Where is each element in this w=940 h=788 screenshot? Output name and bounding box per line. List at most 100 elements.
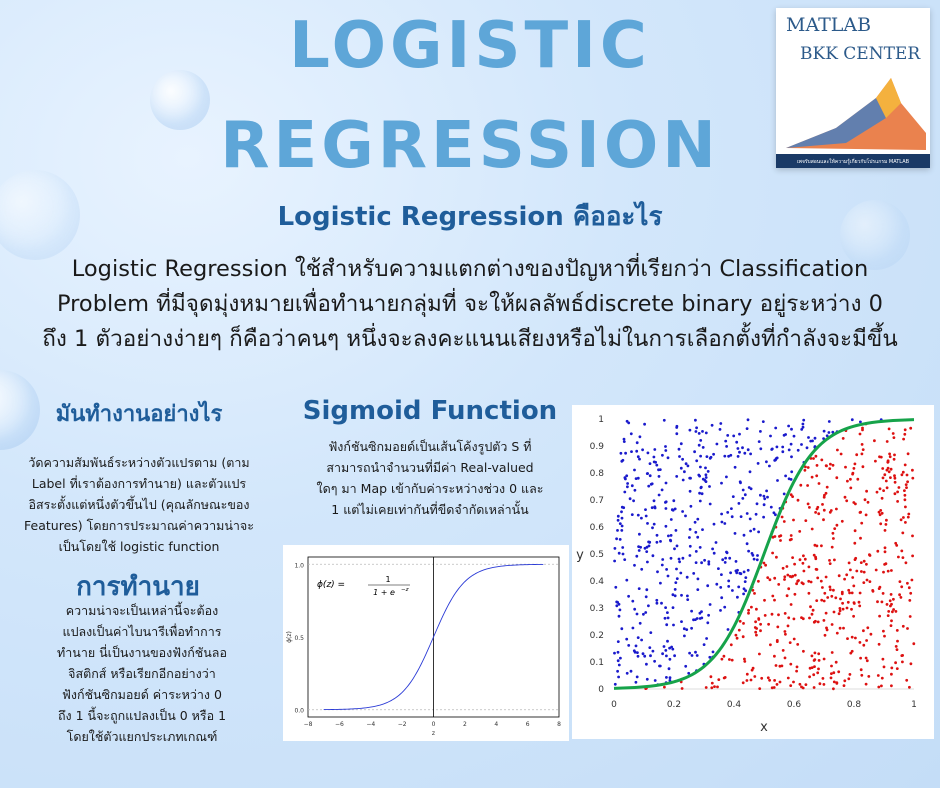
data-point <box>669 534 673 537</box>
intro-line: Problem ที่มีจุดมุ่งหมายเพื่อทำนายกลุ่มท… <box>57 291 883 317</box>
data-point <box>694 650 697 654</box>
data-point <box>833 558 836 562</box>
data-point <box>830 664 833 668</box>
data-point <box>725 445 728 448</box>
data-point <box>793 592 797 596</box>
data-point <box>653 506 657 510</box>
data-point <box>837 574 841 578</box>
page-title-line1: LOGISTIC <box>289 9 651 83</box>
data-point <box>777 613 780 617</box>
data-point <box>890 684 893 688</box>
data-point <box>880 684 883 688</box>
data-point <box>729 571 732 575</box>
data-point <box>738 432 741 436</box>
data-point <box>850 635 854 639</box>
data-point <box>779 539 782 542</box>
data-point <box>902 437 905 441</box>
data-point <box>648 462 652 465</box>
data-point <box>862 629 865 633</box>
data-point <box>757 579 760 583</box>
data-point <box>644 595 648 599</box>
data-point <box>620 529 624 532</box>
data-point <box>629 432 633 436</box>
data-point <box>620 627 624 631</box>
data-point <box>710 681 714 685</box>
data-point <box>668 657 672 661</box>
data-point <box>774 457 778 461</box>
data-point <box>808 506 811 509</box>
data-point <box>803 468 807 472</box>
data-point <box>709 675 713 679</box>
data-point <box>772 511 776 515</box>
data-point <box>830 651 834 654</box>
data-point <box>757 617 761 620</box>
data-point <box>708 456 712 460</box>
data-point <box>898 593 901 597</box>
data-point <box>743 657 746 661</box>
data-point <box>789 442 793 446</box>
data-point <box>617 602 621 606</box>
data-point <box>769 643 772 647</box>
data-point <box>695 459 699 463</box>
x-tick-label: 0 <box>611 700 617 710</box>
data-point <box>889 467 893 471</box>
data-point <box>877 685 881 689</box>
data-point <box>883 473 887 477</box>
data-point <box>618 522 622 525</box>
data-point <box>813 436 817 440</box>
data-point <box>796 579 800 583</box>
data-point <box>732 434 736 438</box>
data-point <box>849 477 852 481</box>
data-point <box>715 442 719 446</box>
data-point <box>823 591 827 595</box>
data-point <box>886 460 890 464</box>
data-point <box>832 671 836 675</box>
data-point <box>688 554 692 557</box>
data-point <box>838 609 842 613</box>
data-point <box>625 671 629 675</box>
data-point <box>770 447 774 451</box>
logo-line2: BKK CENTER <box>800 44 921 64</box>
data-point <box>745 679 749 682</box>
x-tick-label: 0 <box>432 721 436 728</box>
data-point <box>825 628 829 632</box>
data-point <box>715 582 719 586</box>
data-point <box>800 428 804 431</box>
data-point <box>720 596 724 600</box>
data-point <box>721 558 725 562</box>
data-point <box>806 502 810 506</box>
data-point <box>700 561 703 565</box>
data-point <box>848 673 852 676</box>
data-point <box>766 495 769 499</box>
data-point <box>827 420 831 423</box>
data-point <box>806 484 809 487</box>
data-point <box>812 553 816 557</box>
data-point <box>748 517 752 521</box>
data-point <box>773 679 776 682</box>
data-point <box>822 518 825 522</box>
data-point <box>741 635 745 639</box>
y-axis-label: ϕ(z) <box>286 631 293 643</box>
data-point <box>700 492 704 496</box>
how-it-works-text: วัดความสัมพันธ์ระหว่างตัวแปรตาม (ตาม Lab… <box>2 452 276 557</box>
data-point <box>852 501 856 504</box>
data-point <box>620 505 624 509</box>
data-point <box>712 522 716 526</box>
data-point <box>782 520 786 523</box>
data-point <box>634 680 638 684</box>
logo-band <box>776 154 930 168</box>
data-point <box>823 633 827 637</box>
data-point <box>778 664 782 668</box>
data-point <box>860 521 864 525</box>
data-point <box>812 659 816 662</box>
data-point <box>742 622 745 625</box>
data-point <box>745 512 749 515</box>
data-point <box>843 495 847 499</box>
data-point <box>631 626 635 630</box>
data-point <box>770 686 774 690</box>
data-point <box>821 677 825 680</box>
data-point <box>688 536 691 539</box>
data-point <box>622 440 626 443</box>
data-point <box>831 430 835 434</box>
data-point <box>835 681 839 684</box>
